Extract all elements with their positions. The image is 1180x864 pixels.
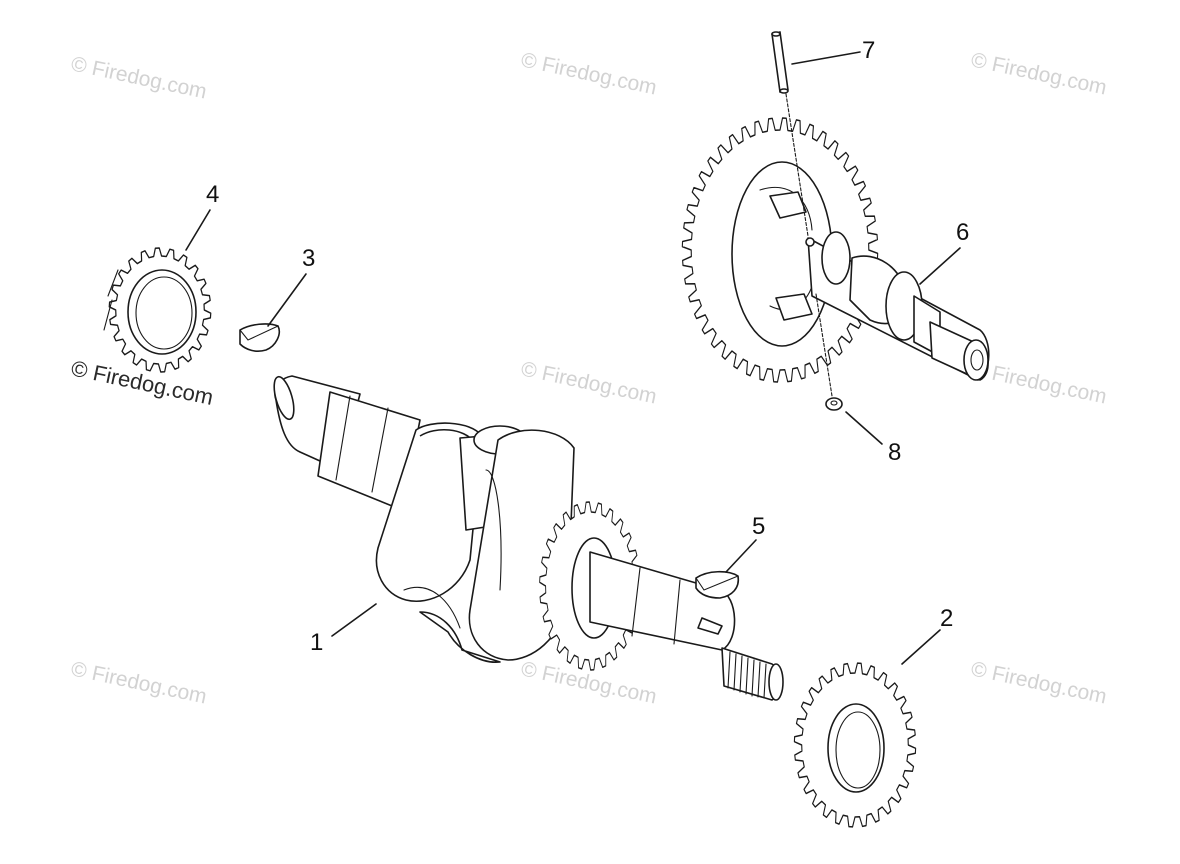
leader-4 <box>185 209 211 251</box>
leader-3 <box>267 273 307 327</box>
part-4-gear[interactable] <box>103 247 212 373</box>
callout-labels: 1 2 3 4 5 6 7 8 <box>206 37 969 656</box>
watermark-bottom-left: © Firedog.com <box>69 657 209 708</box>
watermark-mid-right: © Firedog.com <box>969 357 1109 408</box>
callout-leaders <box>185 51 961 665</box>
leader-1 <box>331 603 377 637</box>
leader-5 <box>725 539 757 573</box>
part-3-key[interactable] <box>239 323 281 352</box>
callout-1[interactable]: 1 <box>310 629 323 656</box>
watermark-mid-center: © Firedog.com <box>519 357 659 408</box>
callout-8[interactable]: 8 <box>888 439 901 466</box>
part-7-pin[interactable] <box>771 31 809 237</box>
callout-5[interactable]: 5 <box>752 513 765 540</box>
leader-2 <box>901 629 941 665</box>
watermark-top-center: © Firedog.com <box>519 48 659 99</box>
leader-6 <box>919 247 961 285</box>
callout-7[interactable]: 7 <box>862 37 875 64</box>
leader-8 <box>845 411 883 445</box>
part-6-camshaft[interactable] <box>681 117 990 383</box>
part-1-crankshaft[interactable] <box>270 375 784 701</box>
part-2-gear[interactable] <box>793 662 917 828</box>
part-5-key[interactable] <box>695 570 740 599</box>
thread-lines <box>727 651 767 699</box>
watermark-top-left: © Firedog.com <box>69 52 209 103</box>
callout-4[interactable]: 4 <box>206 181 219 208</box>
watermark-bottom-right: © Firedog.com <box>969 657 1109 708</box>
leader-7 <box>791 51 861 65</box>
watermark-mid-left: © Firedog.com <box>69 355 216 410</box>
watermark-top-right: © Firedog.com <box>969 48 1109 99</box>
watermark-bottom-center: © Firedog.com <box>519 657 659 708</box>
callout-3[interactable]: 3 <box>302 245 315 272</box>
callout-6[interactable]: 6 <box>956 219 969 246</box>
callout-2[interactable]: 2 <box>940 605 953 632</box>
part-8-ball[interactable] <box>815 293 843 411</box>
